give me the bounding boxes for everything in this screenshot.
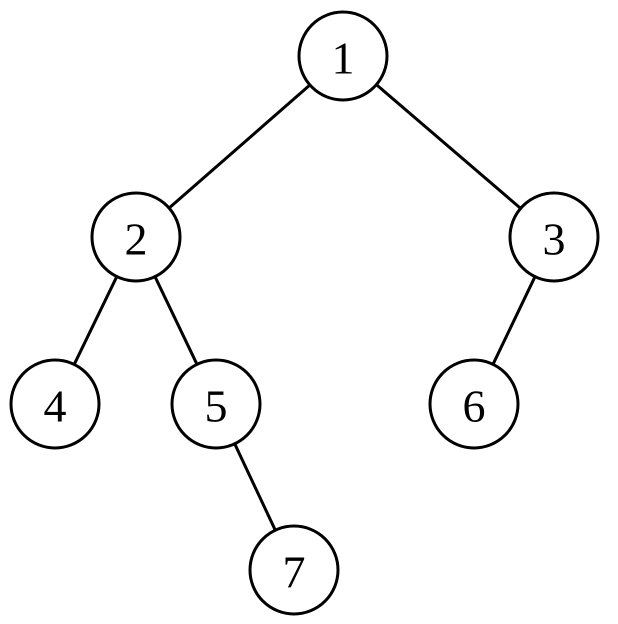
tree-node-7: 7 — [248, 524, 340, 616]
node-circle — [9, 358, 101, 450]
node-circle — [297, 10, 389, 102]
edge-1-2 — [167, 83, 312, 210]
node-label: 7 — [283, 547, 306, 598]
node-circle — [170, 358, 262, 450]
tree-node-6: 6 — [428, 358, 520, 450]
tree-node-4: 4 — [9, 358, 101, 450]
tree-node-5: 5 — [170, 358, 262, 450]
edge-2-4 — [72, 275, 119, 366]
tree-node-2: 2 — [90, 191, 182, 283]
edge-1-3 — [374, 83, 523, 210]
node-label: 1 — [332, 33, 355, 84]
node-label: 4 — [44, 381, 67, 432]
tree-node-3: 3 — [508, 191, 600, 283]
edges-layer — [72, 83, 537, 532]
edge-5-7 — [233, 442, 277, 532]
node-label: 6 — [463, 381, 486, 432]
node-circle — [508, 191, 600, 283]
node-label: 5 — [205, 381, 228, 432]
node-circle — [428, 358, 520, 450]
edge-2-5 — [153, 275, 199, 366]
edge-3-6 — [491, 275, 537, 366]
node-label: 3 — [543, 214, 566, 265]
nodes-layer: 1 2 3 4 5 6 7 — [9, 10, 600, 616]
node-circle — [90, 191, 182, 283]
tree-node-1: 1 — [297, 10, 389, 102]
node-label: 2 — [125, 214, 148, 265]
node-circle — [248, 524, 340, 616]
